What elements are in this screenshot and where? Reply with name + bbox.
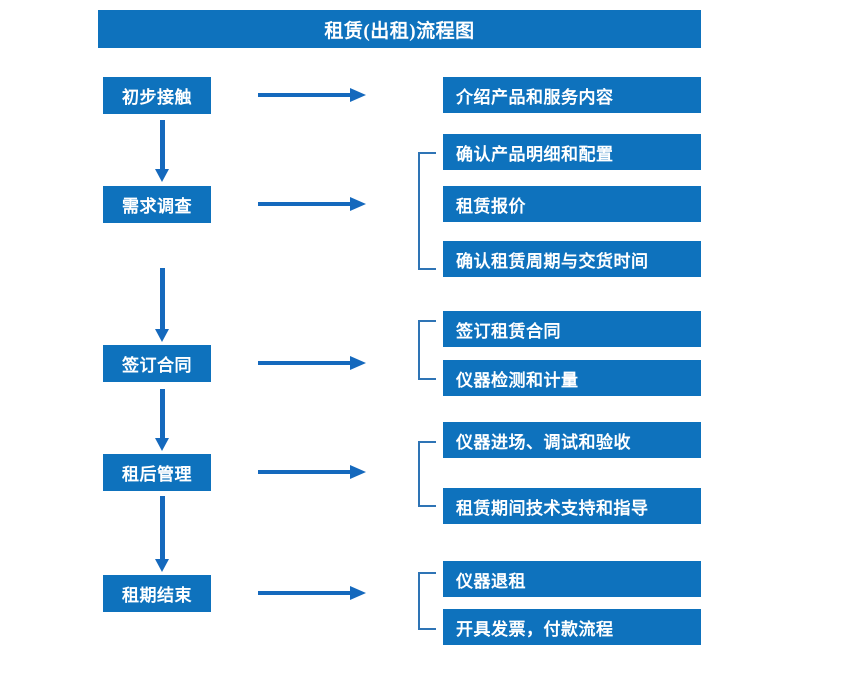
group-bracket-stage-4 bbox=[418, 441, 436, 507]
detail-label: 介绍产品和服务内容 bbox=[456, 87, 614, 107]
right-arrow-stage-2 bbox=[258, 197, 366, 211]
arrow-shaft bbox=[258, 93, 351, 97]
detail-box-9[interactable]: 仪器退租 bbox=[443, 561, 701, 597]
arrow-head-icon bbox=[350, 586, 366, 600]
down-arrow-1-to-2 bbox=[155, 120, 169, 182]
right-arrow-stage-3 bbox=[258, 356, 366, 370]
stage-box-5[interactable]: 租期结束 bbox=[103, 575, 211, 612]
detail-label: 仪器进场、调试和验收 bbox=[456, 432, 631, 452]
arrow-shaft bbox=[160, 268, 165, 329]
stage-label: 租期结束 bbox=[122, 586, 192, 605]
stage-box-1[interactable]: 初步接触 bbox=[103, 77, 211, 114]
arrow-shaft bbox=[160, 496, 165, 559]
stage-box-2[interactable]: 需求调查 bbox=[103, 186, 211, 223]
detail-box-8[interactable]: 租赁期间技术支持和指导 bbox=[443, 488, 701, 524]
arrow-shaft bbox=[258, 591, 351, 595]
detail-box-2[interactable]: 确认产品明细和配置 bbox=[443, 134, 701, 170]
detail-box-1[interactable]: 介绍产品和服务内容 bbox=[443, 77, 701, 113]
detail-label: 租赁期间技术支持和指导 bbox=[456, 498, 649, 518]
detail-box-6[interactable]: 仪器检测和计量 bbox=[443, 360, 701, 396]
stage-box-4[interactable]: 租后管理 bbox=[103, 454, 211, 491]
detail-label: 仪器检测和计量 bbox=[456, 370, 579, 390]
group-bracket-stage-3 bbox=[418, 320, 436, 380]
detail-label: 确认产品明细和配置 bbox=[456, 144, 614, 164]
detail-box-3[interactable]: 租赁报价 bbox=[443, 186, 701, 222]
arrow-shaft bbox=[258, 361, 351, 365]
detail-label: 确认租赁周期与交货时间 bbox=[456, 251, 649, 271]
down-arrow-4-to-5 bbox=[155, 496, 169, 572]
arrow-head-icon bbox=[155, 169, 169, 182]
arrow-shaft bbox=[258, 202, 351, 206]
page-title: 租赁(出租)流程图 bbox=[98, 10, 701, 48]
arrow-head-icon bbox=[155, 329, 169, 342]
stage-label: 租后管理 bbox=[122, 465, 192, 484]
right-arrow-stage-4 bbox=[258, 465, 366, 479]
arrow-head-icon bbox=[350, 88, 366, 102]
detail-label: 签订租赁合同 bbox=[456, 321, 561, 341]
stage-label: 初步接触 bbox=[122, 88, 192, 107]
detail-label: 仪器退租 bbox=[456, 571, 526, 591]
detail-label: 租赁报价 bbox=[456, 196, 526, 216]
detail-box-10[interactable]: 开具发票，付款流程 bbox=[443, 609, 701, 645]
arrow-shaft bbox=[160, 120, 165, 169]
arrow-head-icon bbox=[350, 356, 366, 370]
detail-box-4[interactable]: 确认租赁周期与交货时间 bbox=[443, 241, 701, 277]
group-bracket-stage-5 bbox=[418, 572, 436, 630]
down-arrow-2-to-3 bbox=[155, 268, 169, 342]
group-bracket-stage-2 bbox=[418, 152, 436, 270]
arrow-head-icon bbox=[155, 559, 169, 572]
stage-box-3[interactable]: 签订合同 bbox=[103, 345, 211, 382]
arrow-head-icon bbox=[155, 438, 169, 451]
arrow-head-icon bbox=[350, 197, 366, 211]
right-arrow-stage-5 bbox=[258, 586, 366, 600]
stage-label: 需求调查 bbox=[122, 197, 192, 216]
detail-label: 开具发票，付款流程 bbox=[456, 619, 614, 639]
down-arrow-3-to-4 bbox=[155, 389, 169, 451]
detail-box-7[interactable]: 仪器进场、调试和验收 bbox=[443, 422, 701, 458]
arrow-head-icon bbox=[350, 465, 366, 479]
stage-label: 签订合同 bbox=[122, 356, 192, 375]
arrow-shaft bbox=[258, 470, 351, 474]
right-arrow-stage-1 bbox=[258, 88, 366, 102]
arrow-shaft bbox=[160, 389, 165, 438]
detail-box-5[interactable]: 签订租赁合同 bbox=[443, 311, 701, 347]
